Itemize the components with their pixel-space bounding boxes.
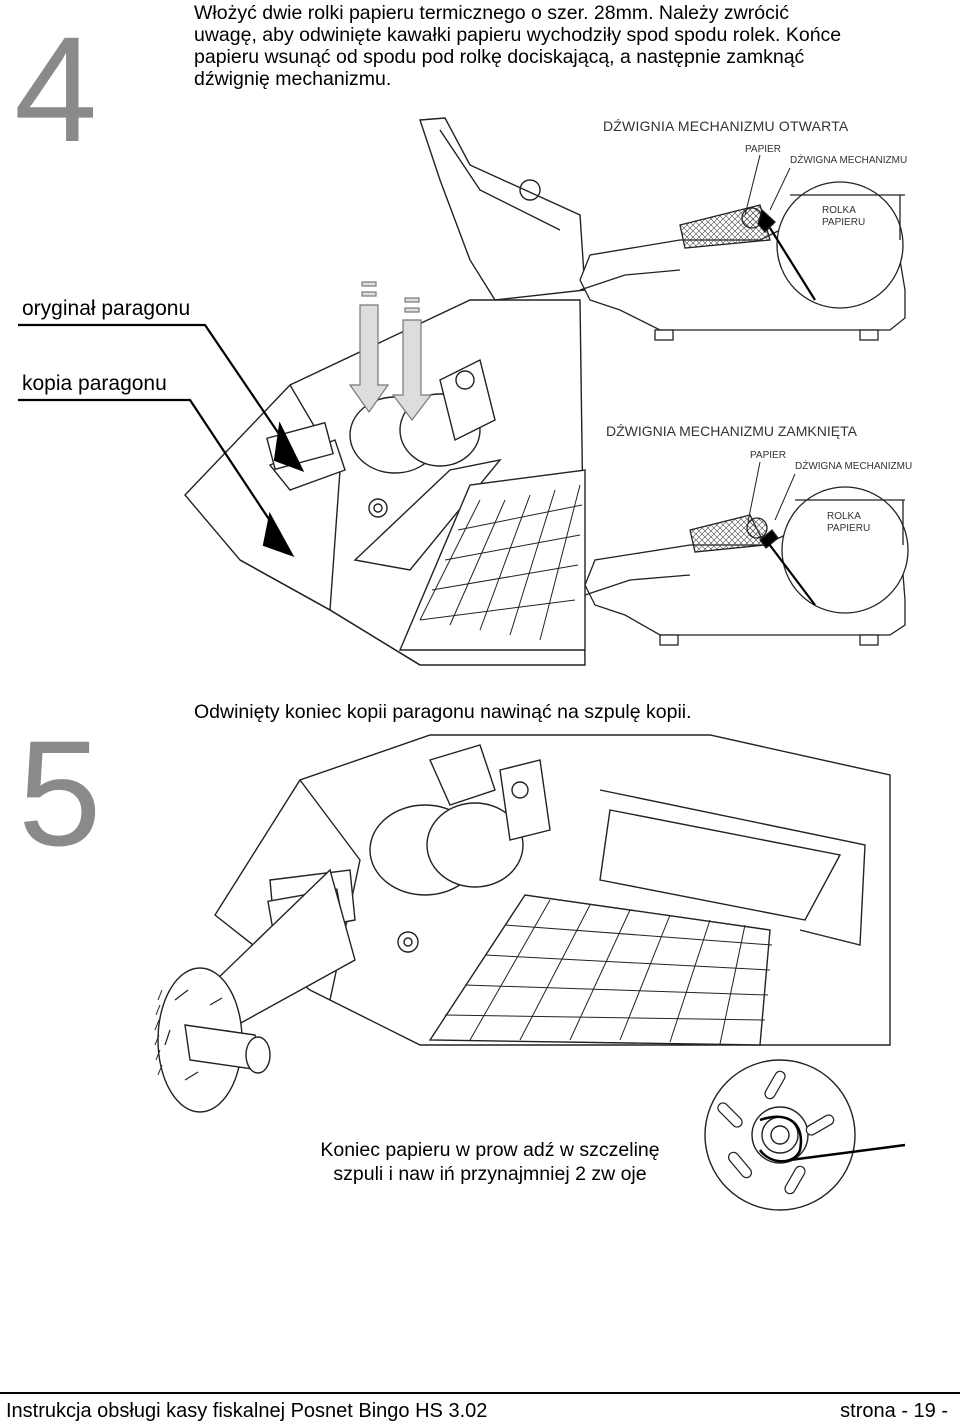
cross-section-open <box>579 154 906 341</box>
spool-caption-line-2: szpuli i naw iń przynajmniej 2 zw oje <box>333 1163 647 1185</box>
label-copy-receipt: kopia paragonu <box>22 372 167 395</box>
open-paper-label: PAPIER <box>745 144 781 155</box>
spool-caption-line-1: Koniec papieru w prow adź w szczelinę <box>320 1139 660 1161</box>
step4-line-1: Włożyć dwie rolki papieru termicznego o … <box>194 2 789 24</box>
footer-divider <box>0 1392 960 1394</box>
printer-open-drawing <box>184 117 586 666</box>
open-lever-label: DŹWIGNA MECHANIZMU <box>790 153 907 166</box>
spool-caption: Koniec papieru w prow adź w szczelinę sz… <box>290 1138 690 1186</box>
label-original-receipt: oryginał paragonu <box>22 297 191 320</box>
closed-lever-label: DŹWIGNA MECHANIZMU <box>795 459 912 472</box>
open-roll-label-1: ROLKA <box>822 205 856 216</box>
step-number-5: 5 <box>18 709 102 877</box>
step5-instruction: Odwinięty koniec kopii paragonu nawinąć … <box>194 701 692 723</box>
closed-title: DŹWIGNIA MECHANIZMU ZAMKNIĘTA <box>606 423 858 439</box>
step4-line-4: dźwignię mechanizmu. <box>194 68 392 90</box>
closed-paper-label: PAPIER <box>750 450 786 461</box>
step4-instructions: Włożyć dwie rolki papieru termicznego o … <box>194 2 934 90</box>
step-number-4: 4 <box>14 5 98 173</box>
closed-roll-label-2: PAPIERU <box>827 523 870 534</box>
label-leader-lines <box>18 323 305 558</box>
step4-line-3: papieru wsunąć od spodu pod rolkę docisk… <box>194 46 805 68</box>
footer-document-title: Instrukcja obsługi kasy fiskalnej Posnet… <box>6 1400 488 1422</box>
cross-section-closed-labels: DŹWIGNIA MECHANIZMU ZAMKNIĘTA PAPIER DŹW… <box>606 423 912 534</box>
spool-detail <box>704 1059 906 1211</box>
step4-line-2: uwagę, aby odwinięte kawałki papieru wyc… <box>194 24 842 46</box>
footer-page-number: strona - 19 - <box>840 1400 948 1422</box>
open-roll-label-2: PAPIERU <box>822 217 865 228</box>
closed-roll-label-1: ROLKA <box>827 511 861 522</box>
cross-section-closed <box>584 461 909 646</box>
printer-spool-drawing <box>154 734 891 1113</box>
open-title: DŹWIGNIA MECHANIZMU OTWARTA <box>603 118 849 134</box>
cross-section-open-labels: DŹWIGNIA MECHANIZMU OTWARTA PAPIER DŹWIG… <box>603 118 907 228</box>
